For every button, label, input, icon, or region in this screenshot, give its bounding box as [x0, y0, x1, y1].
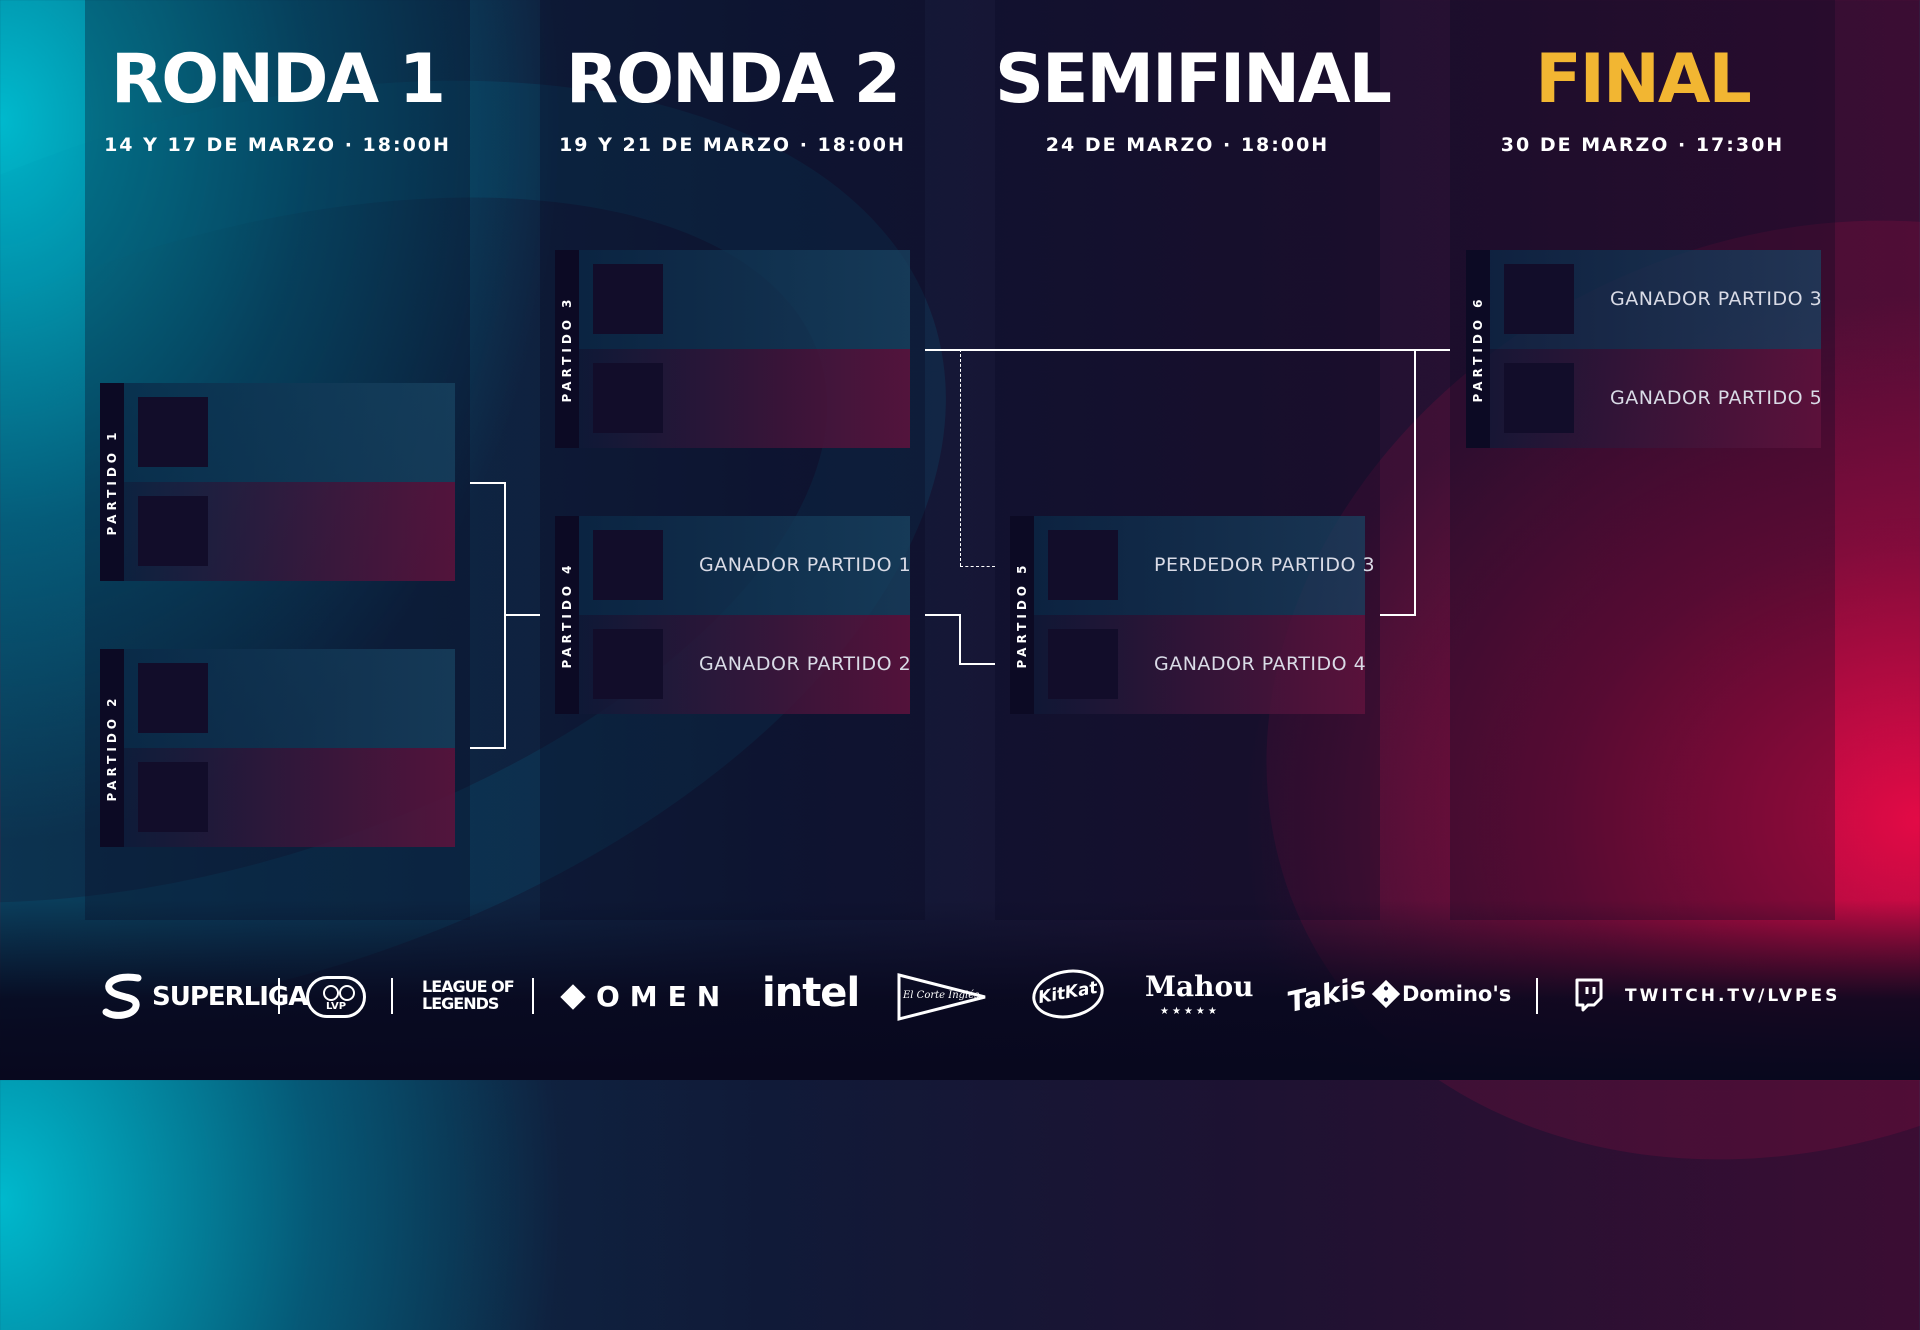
dominos-wordmark: Domino's [1402, 982, 1512, 1006]
semifinal-panel [995, 0, 1380, 920]
team-name: GANADOR PARTIDO 3 [1610, 288, 1823, 310]
round-1-date: 14 Y 17 DE MARZO · 18:00H [104, 134, 451, 156]
round-2-date: 19 Y 21 DE MARZO · 18:00H [559, 134, 906, 156]
match-2-tab: PARTIDO 2 [100, 649, 124, 847]
footer-divider [1536, 978, 1538, 1014]
team-name: PERDEDOR PARTIDO 3 [1154, 554, 1376, 576]
superliga-wordmark: SUPERLIGA [152, 982, 308, 1012]
match-5-tab: PARTIDO 5 [1010, 516, 1034, 714]
round-2-panel [540, 0, 925, 920]
final-header: FINAL 30 DE MARZO · 17:30H [1450, 40, 1835, 156]
match-4-label: PARTIDO 4 [560, 561, 574, 669]
footer-divider [278, 978, 280, 1014]
semifinal-date: 24 DE MARZO · 18:00H [1045, 134, 1330, 156]
controller-icon [323, 985, 339, 1001]
controller-icon [339, 985, 355, 1001]
omen-diamond-icon [560, 984, 586, 1010]
round-1-header: RONDA 1 14 Y 17 DE MARZO · 18:00H [85, 40, 470, 156]
omen-wordmark: OMEN [596, 980, 731, 1013]
league-of-legends-logo: LEAGUE OF LEGENDS [422, 977, 515, 1013]
intel-logo: intel [762, 970, 860, 1016]
team-logo-placeholder [1504, 264, 1574, 334]
team-logo-placeholder [593, 629, 663, 699]
match-4-team-top: GANADOR PARTIDO 1 [579, 516, 912, 615]
footer-divider [391, 978, 393, 1014]
kitkat-logo: KitKat [1028, 964, 1108, 1024]
match-5: PARTIDO 5 PERDEDOR PARTIDO 3 GANADOR PAR… [1010, 516, 1375, 714]
twitch-logo [1574, 978, 1604, 1016]
final-panel [1450, 0, 1835, 920]
team-logo-placeholder [593, 264, 663, 334]
round-2-header: RONDA 2 19 Y 21 DE MARZO · 18:00H [540, 40, 925, 156]
match-2-team-top [124, 649, 455, 748]
team-name: GANADOR PARTIDO 2 [699, 653, 912, 675]
footer-divider [532, 978, 534, 1014]
superliga-logo [98, 972, 148, 1028]
match-1: PARTIDO 1 [100, 383, 455, 581]
dominos-domino-icon [1371, 979, 1401, 1009]
match-6-team-top: GANADOR PARTIDO 3 [1490, 250, 1823, 349]
semifinal-title: SEMIFINAL [995, 40, 1392, 119]
team-name: GANADOR PARTIDO 4 [1154, 653, 1367, 675]
twitch-link[interactable]: TWITCH.TV/LVPES [1625, 986, 1841, 1006]
match-2-label: PARTIDO 2 [105, 694, 119, 802]
match-4-team-bottom: GANADOR PARTIDO 2 [579, 615, 912, 714]
round-2-title: RONDA 2 [565, 40, 901, 119]
semifinal-header: SEMIFINAL 24 DE MARZO · 18:00H [995, 40, 1392, 156]
match-5-label: PARTIDO 5 [1015, 561, 1029, 669]
match-4: PARTIDO 4 GANADOR PARTIDO 1 GANADOR PART… [555, 516, 912, 714]
corte-ingles-wordmark: El Corte Inglés [903, 990, 980, 1001]
kitkat-wordmark: KitKat [1036, 977, 1100, 1009]
lol-line-2: LEGENDS [422, 994, 499, 1013]
match-1-team-top [124, 383, 455, 482]
team-logo-placeholder [138, 397, 208, 467]
twitch-icon [1575, 978, 1603, 1012]
team-logo-placeholder [593, 530, 663, 600]
match-2: PARTIDO 2 [100, 649, 455, 847]
superliga-icon [102, 973, 142, 1019]
match-3-team-bottom [579, 349, 910, 448]
match-1-tab: PARTIDO 1 [100, 383, 124, 581]
match-6: PARTIDO 6 GANADOR PARTIDO 3 GANADOR PART… [1466, 250, 1823, 448]
match-5-team-bottom: GANADOR PARTIDO 4 [1034, 615, 1367, 714]
match-5-team-top: PERDEDOR PARTIDO 3 [1034, 516, 1375, 615]
team-name: GANADOR PARTIDO 1 [699, 554, 912, 576]
final-date: 30 DE MARZO · 17:30H [1500, 134, 1785, 156]
team-logo-placeholder [1048, 530, 1118, 600]
lol-line-1: LEAGUE OF [422, 977, 515, 996]
mahou-logo: Mahou [1145, 970, 1254, 1003]
final-title: FINAL [1535, 40, 1752, 119]
match-6-tab: PARTIDO 6 [1466, 250, 1490, 448]
sponsor-footer: SUPERLIGA LVP LEAGUE OF LEGENDS OMEN int… [0, 950, 1920, 1040]
match-2-team-bottom [124, 748, 455, 847]
takis-logo: Takis [1284, 970, 1370, 1019]
match-3: PARTIDO 3 [555, 250, 910, 448]
match-6-team-bottom: GANADOR PARTIDO 5 [1490, 349, 1823, 448]
team-logo-placeholder [138, 762, 208, 832]
match-6-label: PARTIDO 6 [1471, 295, 1485, 403]
team-logo-placeholder [138, 496, 208, 566]
round-1-title: RONDA 1 [110, 40, 446, 119]
team-logo-placeholder [593, 363, 663, 433]
match-3-tab: PARTIDO 3 [555, 250, 579, 448]
mahou-stars-icon: ★★★★★ [1160, 1006, 1220, 1017]
team-logo-placeholder [1048, 629, 1118, 699]
el-corte-ingles-logo: El Corte Inglés [897, 972, 987, 1026]
match-3-team-top [579, 250, 910, 349]
team-logo-placeholder [1504, 363, 1574, 433]
team-logo-placeholder [138, 663, 208, 733]
match-1-team-bottom [124, 482, 455, 581]
team-name: GANADOR PARTIDO 5 [1610, 387, 1823, 409]
match-3-label: PARTIDO 3 [560, 295, 574, 403]
match-1-label: PARTIDO 1 [105, 428, 119, 536]
lvp-wordmark: LVP [325, 1001, 347, 1012]
lvp-logo: LVP [306, 976, 366, 1018]
corte-ingles-flag-icon [897, 973, 986, 1021]
match-4-tab: PARTIDO 4 [555, 516, 579, 714]
